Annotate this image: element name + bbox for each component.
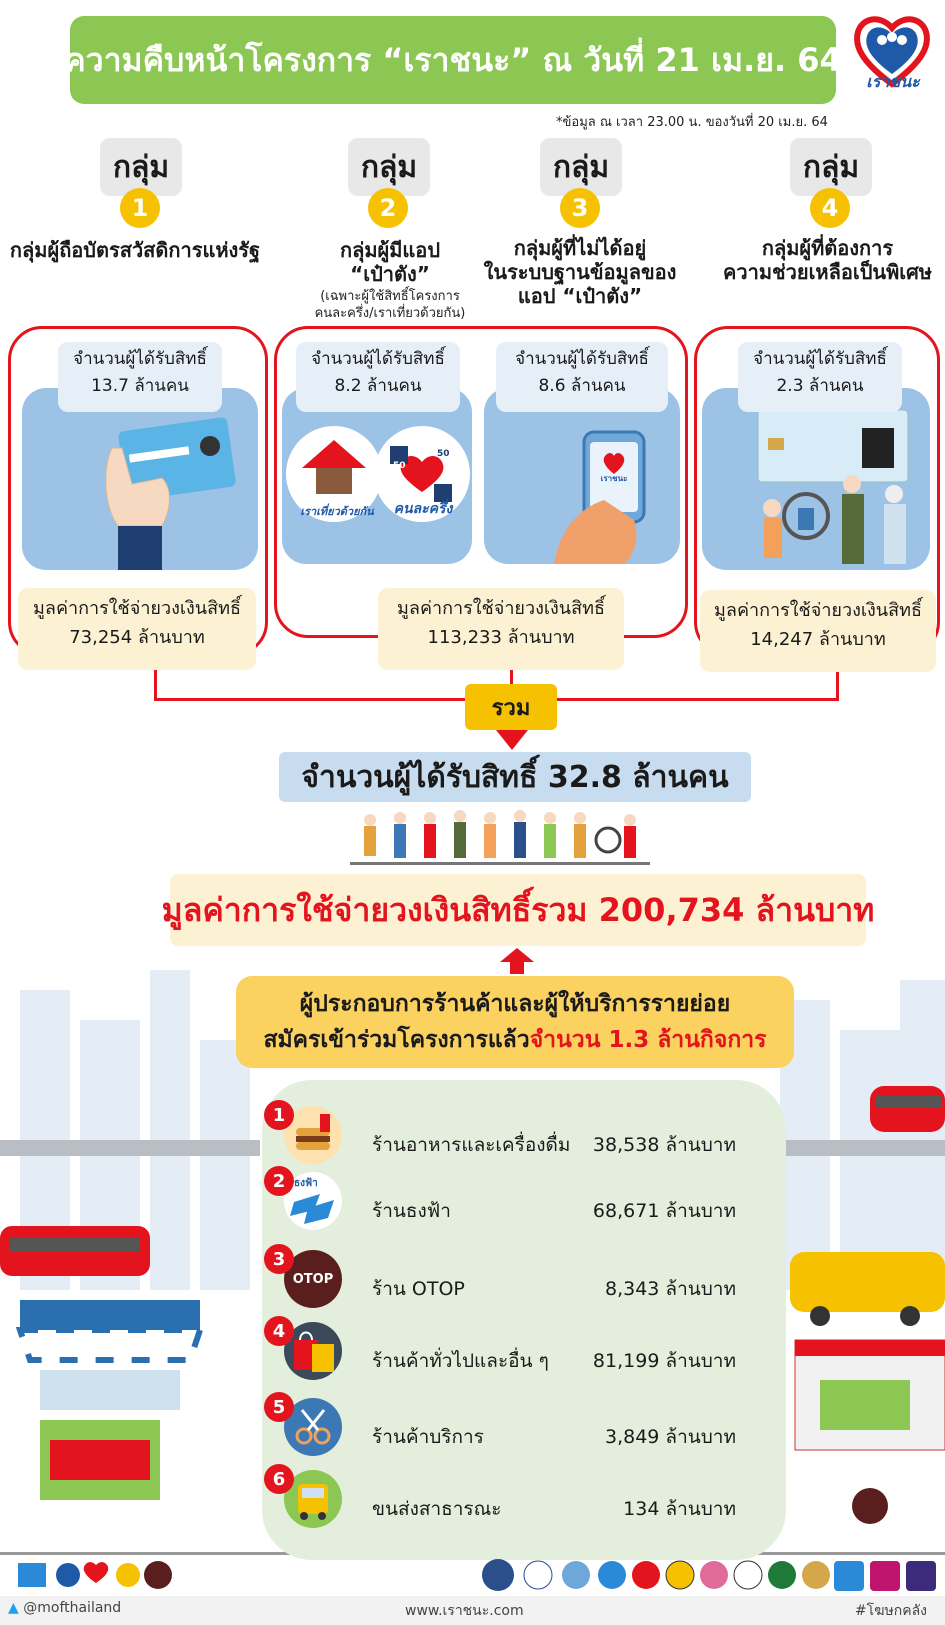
app-logos-icon (286, 426, 470, 522)
khon-la-khrueng-logo-text: คนละครึ่ง (393, 501, 453, 517)
group-3-tag: กลุ่ม (540, 138, 622, 196)
footer-bar: ▲ @mofthailand www.เราชนะ.com #โฆษกคลัง (0, 1596, 945, 1625)
shop-name: ร้านธงฟ้า (372, 1200, 451, 1222)
group-2-number: 2 (368, 188, 408, 228)
group-1-spending-box: มูลค่าการใช้จ่ายวงเงินสิทธิ์ 73,254 ล้าน… (18, 588, 256, 670)
group-1-count-box: จำนวนผู้ได้รับสิทธิ์ 13.7 ล้านคน (58, 342, 222, 412)
group-1-panel (22, 388, 258, 570)
fifty-right-text: 50 (437, 449, 450, 459)
group-2-name: กลุ่มผู้มีแอป “เป๋าตัง” (339, 238, 441, 286)
page-title: ความคืบหน้าโครงการ “เราชนะ” ณ วันที่ 21 … (64, 40, 842, 79)
partner-logos-strip (18, 1559, 936, 1591)
connector-left-vertical (154, 670, 157, 700)
shop-row-otop: OTOP 3 ร้าน OTOP 8,343 ล้านบาท (262, 1244, 786, 1308)
group-4-panel (702, 388, 930, 570)
merchant-summary-box: ผู้ประกอบการร้านค้าและผู้ให้บริการรายย่อ… (236, 976, 794, 1068)
connector-right-vertical (836, 672, 839, 700)
connector-left-horizontal (154, 698, 465, 701)
title-banner: ความคืบหน้าโครงการ “เราชนะ” ณ วันที่ 21 … (64, 16, 842, 104)
shop-value: 68,671 ล้านบาท (592, 1200, 736, 1222)
shop-row-blue-flag: ธงฟ้า 2 ร้านธงฟ้า 68,671 ล้านบาท (262, 1166, 786, 1230)
crowd-illustration-icon (350, 810, 650, 865)
arrow-down-icon (496, 730, 528, 750)
group-3-name: กลุ่มผู้ที่ไม่ได้อยู่ ในระบบฐานข้อมูลของ… (483, 236, 677, 308)
shop-number: 6 (264, 1464, 294, 1494)
total-people-box: จำนวนผู้ได้รับสิทธิ์ 32.8 ล้านคน (279, 752, 751, 802)
group-4-tag: กลุ่ม (790, 138, 872, 196)
connector-right-horizontal (557, 698, 839, 701)
arrow-up-icon (500, 948, 534, 974)
group-3-count-box: จำนวนผู้ได้รับสิทธิ์ 8.6 ล้านคน (496, 342, 668, 412)
group-2-panel: เราเที่ยวด้วยกัน คนละครึ่ง 50 50 (282, 388, 472, 564)
group-2-subtitle: (เฉพาะผู้ใช้สิทธิ์โครงการ คนละครึ่ง/เราเ… (314, 289, 466, 321)
shop-number: 2 (264, 1166, 294, 1196)
group-1-name: กลุ่มผู้ถือบัตรสวัสดิการแห่งรัฐ (9, 238, 261, 262)
shop-name: ร้านอาหารและเครื่องดื่ม (372, 1134, 571, 1156)
shop-value: 8,343 ล้านบาท (605, 1278, 736, 1300)
shop-row-food: 1 ร้านอาหารและเครื่องดื่ม 38,538 ล้านบาท (262, 1100, 786, 1164)
group-4-spending-box: มูลค่าการใช้จ่ายวงเงินสิทธิ์ 14,247 ล้าน… (700, 590, 936, 672)
group-4-count-box: จำนวนผู้ได้รับสิทธิ์ 2.3 ล้านคน (738, 342, 902, 412)
city-background-illustration (0, 970, 945, 1555)
group-2-count-box: จำนวนผู้ได้รับสิทธิ์ 8.2 ล้านคน (296, 342, 460, 412)
shop-name: ร้าน OTOP (372, 1278, 465, 1300)
website-link[interactable]: www.เราชนะ.com (405, 1603, 524, 1619)
connector-center-vertical (510, 670, 513, 684)
group-2-tag: กลุ่ม (348, 138, 430, 196)
twitter-bird-icon: ▲ (8, 1600, 19, 1616)
fifty-left-text: 50 (393, 461, 406, 471)
group-1-tag: กลุ่ม (100, 138, 182, 196)
smartphone-hand-icon (554, 430, 646, 564)
shop-category-panel: 1 ร้านอาหารและเครื่องดื่ม 38,538 ล้านบาท… (262, 1080, 786, 1560)
shop-value: 81,199 ล้านบาท (592, 1350, 736, 1372)
total-value-box: มูลค่าการใช้จ่ายวงเงินสิทธิ์รวม 200,734 … (162, 874, 874, 946)
shop-name: ร้านค้าบริการ (372, 1426, 484, 1448)
shop-number: 1 (264, 1100, 294, 1130)
group-4-name: กลุ่มผู้ที่ต้องการ ความช่วยเหลือเป็นพิเศ… (723, 236, 932, 284)
shop-number: 4 (264, 1316, 294, 1346)
otop-icon: OTOP (284, 1250, 342, 1308)
group-3-panel: เราชนะ (484, 388, 680, 564)
shop-number: 5 (264, 1392, 294, 1422)
shop-name: ขนส่งสาธารณะ (372, 1498, 502, 1520)
sum-tag: รวม (465, 684, 557, 730)
rao-chana-heart-logo (854, 16, 930, 88)
hashtag: #โฆษกคลัง (854, 1603, 927, 1619)
burger-icon (284, 1106, 342, 1164)
shop-value: 38,538 ล้านบาท (592, 1134, 736, 1156)
group-4-number: 4 (810, 188, 850, 228)
data-footnote: *ข้อมูล ณ เวลา 23.00 น. ของวันที่ 20 เม.… (556, 115, 828, 130)
group-3-number: 3 (560, 188, 600, 228)
shop-name: ร้านค้าทั่วไปและอื่น ๆ (372, 1350, 549, 1372)
shop-value: 134 ล้านบาท (623, 1498, 736, 1520)
twitter-handle[interactable]: ▲ @mofthailand (8, 1600, 122, 1616)
group-1-number: 1 (120, 188, 160, 228)
shop-row-transport: 6 ขนส่งสาธารณะ 134 ล้านบาท (262, 1464, 786, 1528)
shop-value: 3,849 ล้านบาท (605, 1426, 736, 1448)
rao-tiew-logo-text: เราเที่ยวด้วยกัน (300, 505, 374, 518)
welfare-card-hand-icon (105, 417, 236, 570)
shop-row-general: 4 ร้านค้าทั่วไปและอื่น ๆ 81,199 ล้านบาท (262, 1316, 786, 1380)
shop-number: 3 (264, 1244, 294, 1274)
group-2-3-spending-box: มูลค่าการใช้จ่ายวงเงินสิทธิ์ 113,233 ล้า… (378, 588, 624, 670)
shop-row-service: 5 ร้านค้าบริการ 3,849 ล้านบาท (262, 1392, 786, 1456)
logo-text: เราชนะ (866, 72, 920, 91)
id-card-family-icon (757, 409, 909, 564)
phone-logo-text: เราชนะ (600, 474, 628, 483)
